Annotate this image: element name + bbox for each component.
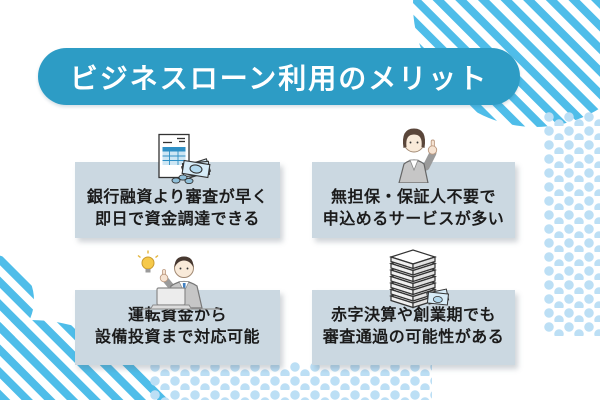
page-title: ビジネスローン利用のメリット	[69, 62, 489, 94]
man-laptop-idea-icon	[137, 250, 220, 310]
benefit-text-line: 赤字決算や創業期でも	[330, 307, 496, 324]
benefit-text-line: 即日で資金調達できる	[95, 211, 260, 228]
benefit-card-no-collateral: 無担保・保証人不要で 申込めるサービスが多い	[312, 128, 515, 238]
benefit-text-line: 銀行融資より審査が早く	[86, 189, 269, 206]
dot-pattern-bottom	[150, 362, 432, 400]
dot-pattern-right	[544, 112, 600, 336]
benefit-text-line: 申込めるサービスが多い	[322, 211, 505, 228]
title-banner: ビジネスローン利用のメリット	[38, 48, 520, 105]
benefit-text-line: 審査通過の可能性がある	[322, 329, 505, 346]
benefit-text-line: 設備投資まで対応可能	[94, 329, 260, 346]
document-stack-money-icon	[389, 249, 449, 309]
benefit-card-deficit-ok: 赤字決算や創業期でも 審査通過の可能性がある	[312, 249, 515, 365]
benefit-card-flexible-use: 運転資金から 設備投資まで対応可能	[75, 250, 280, 365]
invoice-money-icon	[157, 133, 211, 185]
benefit-text-line: 無担保・保証人不要で	[330, 189, 496, 206]
benefit-text-line: 運転資金から	[127, 307, 227, 324]
benefit-card-fast-funding: 銀行融資より審査が早く 即日で資金調達できる	[75, 133, 280, 238]
woman-pointing-icon	[397, 128, 437, 183]
